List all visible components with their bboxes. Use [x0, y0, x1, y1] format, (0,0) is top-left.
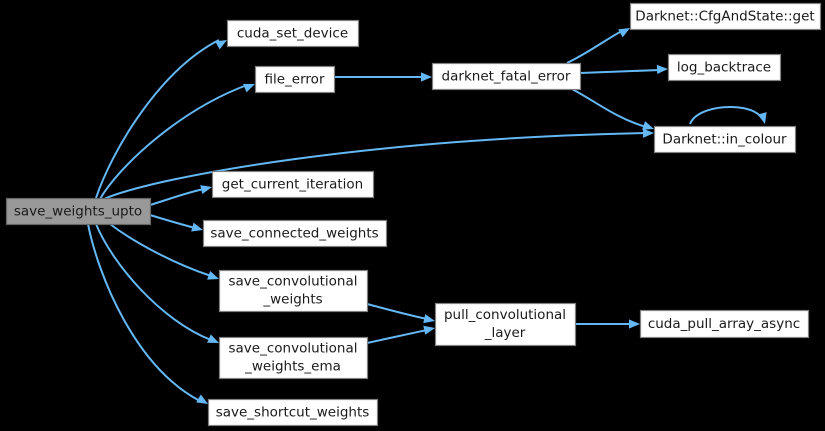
- node-label-save_convolutional_weights_ema-line2: _weights_ema: [244, 359, 341, 375]
- node-label-pull_convolutional_layer-line2: _layer: [484, 325, 526, 341]
- node-cuda_set_device[interactable]: cuda_set_device: [226, 19, 360, 48]
- node-box-cuda_set_device[interactable]: [226, 19, 360, 48]
- node-log_backtrace[interactable]: log_backtrace: [667, 53, 782, 82]
- edge-save_weights_upto-to-save_convolutional_weights_ema: [95, 223, 219, 343]
- edge-darknet_fatal_error-to-log_backtrace: [579, 64, 668, 75]
- edge-pull_convolutional_layer-to-cuda_pull_array_async: [575, 319, 640, 329]
- node-label-darknet_fatal_error: darknet_fatal_error: [442, 69, 571, 85]
- node-box-cfg_and_state_get[interactable]: [629, 2, 822, 31]
- edge-save_convolutional_weights_ema-to-pull_convolutional_layer: [366, 325, 435, 344]
- node-label-save_connected_weights: save_connected_weights: [210, 226, 378, 242]
- node-label-save_convolutional_weights_ema-line1: save_convolutional: [228, 341, 357, 357]
- node-label-save_convolutional_weights-line1: save_convolutional: [228, 274, 357, 290]
- node-save_convolutional_weights_ema[interactable]: save_convolutional _weights_ema: [218, 336, 369, 380]
- edge-save_weights_upto-to-get_current_iteration: [149, 185, 212, 206]
- node-box-file_error[interactable]: [254, 65, 336, 94]
- node-label-cfg_and_state_get: Darknet::CfgAndState::get: [635, 9, 814, 25]
- edge-file_error-to-darknet_fatal_error: [334, 72, 432, 82]
- node-box-log_backtrace[interactable]: [667, 53, 782, 82]
- node-cfg_and_state_get[interactable]: Darknet::CfgAndState::get: [629, 2, 822, 31]
- node-save_convolutional_weights[interactable]: save_convolutional _weights: [218, 269, 369, 313]
- edge-save_weights_upto-to-save_shortcut_weights: [87, 223, 208, 404]
- node-box-in_colour[interactable]: [653, 125, 797, 154]
- node-cuda_pull_array_async[interactable]: cuda_pull_array_async: [639, 309, 810, 339]
- node-label-save_weights_upto: save_weights_upto: [14, 204, 142, 220]
- edge-darknet_fatal_error-to-in_colour: [571, 88, 654, 130]
- node-save_connected_weights[interactable]: save_connected_weights: [202, 219, 388, 248]
- node-box-save_convolutional_weights[interactable]: [218, 269, 369, 313]
- node-pull_convolutional_layer[interactable]: pull_convolutional _layer: [434, 302, 577, 347]
- edge-save_weights_upto-to-save_connected_weights: [149, 214, 203, 232]
- node-label-get_current_iteration: get_current_iteration: [222, 177, 363, 193]
- edge-in_colour-to-in_colour: [689, 106, 767, 125]
- node-box-save_convolutional_weights_ema[interactable]: [218, 336, 369, 380]
- edge-save_weights_upto-to-save_convolutional_weights: [109, 223, 219, 280]
- node-label-cuda_set_device: cuda_set_device: [237, 26, 348, 42]
- node-get_current_iteration[interactable]: get_current_iteration: [211, 170, 375, 199]
- node-box-cuda_pull_array_async[interactable]: [639, 309, 810, 339]
- edges-layer: [87, 28, 767, 404]
- node-darknet_fatal_error[interactable]: darknet_fatal_error: [431, 62, 582, 91]
- edge-save_convolutional_weights-to-pull_convolutional_layer: [366, 303, 435, 324]
- node-label-in_colour: Darknet::in_colour: [662, 132, 787, 148]
- node-save_weights_upto[interactable]: save_weights_upto: [5, 197, 152, 226]
- node-box-pull_convolutional_layer[interactable]: [434, 302, 577, 347]
- nodes-layer: save_weights_upto cuda_set_device file_err…: [5, 2, 822, 427]
- node-label-save_shortcut_weights: save_shortcut_weights: [216, 405, 370, 421]
- edge-save_weights_upto-to-in_colour: [103, 128, 654, 200]
- node-in_colour[interactable]: Darknet::in_colour: [653, 125, 797, 154]
- node-box-save_connected_weights[interactable]: [202, 219, 388, 248]
- node-label-log_backtrace: log_backtrace: [677, 60, 771, 76]
- node-box-get_current_iteration[interactable]: [211, 170, 375, 199]
- node-label-file_error: file_error: [265, 72, 325, 88]
- edge-darknet_fatal_error-to-cfg_and_state_get: [566, 28, 630, 64]
- node-label-cuda_pull_array_async: cuda_pull_array_async: [648, 316, 800, 332]
- node-box-save_weights_upto[interactable]: [5, 197, 152, 226]
- node-box-darknet_fatal_error[interactable]: [431, 62, 582, 91]
- node-label-save_convolutional_weights-line2: _weights: [262, 292, 322, 308]
- edge-save_weights_upto-to-cuda_set_device: [95, 39, 227, 199]
- node-label-pull_convolutional_layer-line1: pull_convolutional: [444, 307, 566, 323]
- node-file_error[interactable]: file_error: [254, 65, 336, 94]
- node-save_shortcut_weights[interactable]: save_shortcut_weights: [207, 398, 379, 427]
- edge-save_weights_upto-to-file_error: [99, 83, 255, 200]
- node-box-save_shortcut_weights[interactable]: [207, 398, 379, 427]
